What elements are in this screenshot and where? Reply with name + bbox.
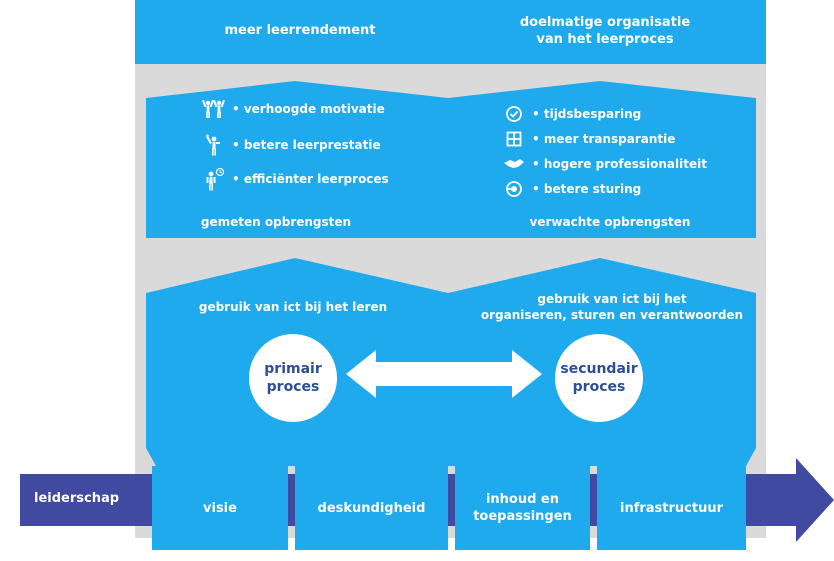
benefit-item: • betere sturing — [502, 178, 707, 200]
benefit-item: • hogere professionaliteit — [502, 153, 707, 175]
top-right-label: doelmatige organisatie van het leerproce… — [519, 15, 691, 47]
expected-benefits-title: verwachte opbrengsten — [529, 215, 691, 229]
people-cheering-icon — [202, 99, 226, 119]
benefit-item: • tijdsbesparing — [502, 103, 707, 125]
window-grid-icon — [502, 131, 526, 147]
top-left-label: meer leerrendement — [224, 23, 376, 38]
benefit-label: • verhoogde motivatie — [232, 102, 385, 116]
foundation-trapezoid — [146, 448, 756, 466]
benefit-item: • betere leerprestatie — [202, 134, 389, 156]
steering-icon — [502, 180, 526, 198]
top-band — [135, 0, 766, 64]
benefit-label: • betere leerprestatie — [232, 138, 381, 152]
benefit-item: • efficiënter leerproces — [202, 167, 389, 191]
benefit-item: • meer transparantie — [502, 128, 707, 150]
benefit-label: • hogere professionaliteit — [532, 157, 707, 171]
benefits-panel — [146, 81, 756, 238]
foundation-box-visie: visie — [152, 466, 288, 550]
process-panel — [146, 258, 756, 448]
benefit-label: • betere sturing — [532, 182, 642, 196]
person-clock-icon — [202, 167, 226, 191]
primary-process-heading: gebruik van ict bij het leren — [198, 300, 388, 314]
handshake-icon — [502, 157, 526, 171]
benefit-label: • tijdsbesparing — [532, 107, 642, 121]
measured-benefits-title: gemeten opbrengsten — [200, 215, 352, 229]
expected-benefits-list: • tijdsbesparing • meer transparantie • … — [502, 103, 707, 200]
benefit-label: • meer transparantie — [532, 132, 676, 146]
benefit-item: • verhoogde motivatie — [202, 98, 389, 120]
foundation-box-infrastructuur: infrastructuur — [597, 466, 746, 550]
person-reaching-icon — [202, 134, 226, 156]
clock-check-icon — [502, 105, 526, 123]
secondary-process-heading: gebruik van ict bij het organiseren, stu… — [480, 292, 744, 322]
leiderschap-label: leiderschap — [34, 491, 120, 506]
double-arrow — [346, 350, 542, 398]
foundation-box-deskundigheid: deskundigheid — [295, 466, 448, 550]
benefit-label: • efficiënter leerproces — [232, 172, 389, 186]
measured-benefits-list: • verhoogde motivatie • betere leerprest… — [202, 98, 389, 191]
